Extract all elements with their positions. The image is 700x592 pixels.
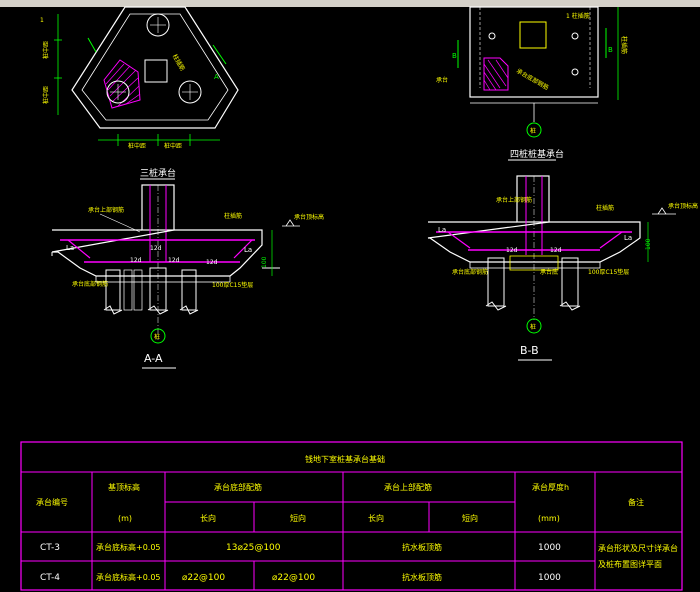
svg-text:承台底: 承台底 xyxy=(540,268,558,276)
svg-text:12d: 12d xyxy=(550,247,562,254)
section-b-title: 四桩桩基承台 xyxy=(510,148,564,160)
row-ct4-bottom-long: ⌀22@100 xyxy=(182,573,225,583)
svg-text:La: La xyxy=(244,246,252,254)
axis-bubble xyxy=(150,328,166,344)
section-b-label: B-B xyxy=(520,344,539,357)
rebar-hatch-region xyxy=(483,57,509,91)
column-outline xyxy=(516,175,550,223)
row-ct4-bottom-short: ⌀22@100 xyxy=(272,573,315,583)
svg-text:柱插筋: 柱插筋 xyxy=(224,212,242,220)
svg-text:承台底部钢筋: 承台底部钢筋 xyxy=(452,268,488,276)
pile-circle xyxy=(178,80,202,104)
header-bottom: 承台底部配筋 xyxy=(214,482,262,492)
section-b-b: La La 12d 12d 承台底部钢筋 100厚C15垫层 柱插筋 承台上部钢… xyxy=(427,175,698,361)
svg-text:桩中距: 桩中距 xyxy=(164,142,182,150)
header-elev: 基顶标高 xyxy=(108,482,140,492)
axis-bubble xyxy=(526,122,542,138)
column-square xyxy=(144,59,168,83)
section-a-title: 三桩承台 xyxy=(140,167,176,179)
svg-text:承台顶标高: 承台顶标高 xyxy=(668,202,698,210)
row-ct4-id: CT-4 xyxy=(40,573,60,583)
label-top-bar: 承台上部钢筋 xyxy=(88,206,124,214)
rebar-hatch-region xyxy=(103,59,141,109)
svg-text:100厚C15垫层: 100厚C15垫层 xyxy=(588,268,629,276)
svg-text:1 柱插筋: 1 柱插筋 xyxy=(566,12,590,20)
svg-text:La: La xyxy=(438,226,446,234)
row-ct3-bottom: 13⌀25@100 xyxy=(226,543,281,553)
row-ct3-thick: 1000 xyxy=(538,543,561,553)
cap-outline xyxy=(71,6,239,129)
section-a-a: 三桩承台 承台上部钢筋 柱插筋 La xyxy=(51,167,324,369)
dim-la: La xyxy=(66,244,74,252)
header-thick: 承台厚度h xyxy=(532,482,569,492)
svg-text:承台上部钢筋: 承台上部钢筋 xyxy=(496,196,532,204)
pile-circle xyxy=(146,13,170,37)
column-square xyxy=(519,21,547,49)
row-ct3-top: 抗水板顶筋 xyxy=(402,542,442,552)
svg-text:1: 1 xyxy=(40,17,44,24)
svg-text:12d: 12d xyxy=(206,259,218,266)
svg-text:承台: 承台 xyxy=(436,76,448,84)
table-border xyxy=(20,441,683,591)
remark-line-1: 承台形状及尺寸详承台 xyxy=(598,543,678,553)
pile-tag: 桩 xyxy=(154,333,160,341)
svg-text:柱插筋: 柱插筋 xyxy=(620,36,628,54)
dim-100: 100 xyxy=(261,256,268,268)
section-a-label: A-A xyxy=(144,352,163,365)
header-remark: 备注 xyxy=(628,497,644,507)
header-elev-unit: (m) xyxy=(118,514,132,523)
schedule-table: 钱地下室桩基承台基础 承台编号 基顶标高 (m) 承台底部配筋 长向 短向 承台… xyxy=(20,441,683,591)
dim-pile-spacing: 桩中距 xyxy=(128,142,146,150)
cap-inner-outline xyxy=(81,13,229,121)
svg-text:12d: 12d xyxy=(506,247,518,254)
svg-text:承台底部钢筋: 承台底部钢筋 xyxy=(515,67,550,92)
row-ct4-thick: 1000 xyxy=(538,573,561,583)
table-title: 钱地下室桩基承台基础 xyxy=(305,454,385,464)
three-pile-cap-plan: A 桩中距 桩中距 1 桩中距 桩中距 柱插筋 xyxy=(40,6,239,150)
svg-text:桩: 桩 xyxy=(530,323,536,331)
header-bottom-short: 短向 xyxy=(290,513,306,523)
svg-text:La: La xyxy=(624,234,632,242)
header-top-long: 长向 xyxy=(368,513,384,523)
header-id: 承台编号 xyxy=(36,497,68,507)
svg-text:桩中距: 桩中距 xyxy=(42,41,50,59)
row-ct4-top: 抗水板顶筋 xyxy=(402,572,442,582)
row-ct3-id: CT-3 xyxy=(40,543,60,553)
svg-text:柱插筋: 柱插筋 xyxy=(596,204,614,212)
cut-mark-a: A xyxy=(214,73,219,81)
cut-mark-b: B xyxy=(608,46,613,54)
label-bottom-bar: 承台底部钢筋 xyxy=(72,280,108,288)
header-bottom-long: 长向 xyxy=(200,513,216,523)
svg-text:B: B xyxy=(452,52,457,60)
svg-text:12d: 12d xyxy=(150,245,162,252)
row-ct4-elev: 承台底标高+0.05 xyxy=(96,572,161,582)
svg-text:柱插筋: 柱插筋 xyxy=(171,53,187,73)
window-top-strip xyxy=(0,0,700,7)
header-top-short: 短向 xyxy=(462,513,478,523)
remark-line-2: 及桩布置图详平面 xyxy=(598,559,662,569)
piles xyxy=(105,267,197,311)
row-ct3-elev: 承台底标高+0.05 xyxy=(96,542,161,552)
svg-text:桩中距: 桩中距 xyxy=(42,86,50,104)
label-cushion: 100厚C15垫层 xyxy=(212,281,253,289)
header-thick-unit: (mm) xyxy=(538,514,560,523)
four-pile-cap-plan: B B 柱插筋 1 柱插筋 承台底部钢筋 承台 桩 四桩桩基承台 xyxy=(436,6,628,161)
pile-circle xyxy=(106,80,130,104)
dim-12d: 12d xyxy=(130,257,142,264)
cap-outline xyxy=(469,6,599,98)
cushion-layer xyxy=(95,275,231,283)
header-top: 承台上部配筋 xyxy=(384,482,432,492)
svg-text:桩: 桩 xyxy=(530,127,536,135)
svg-text:12d: 12d xyxy=(168,257,180,264)
svg-text:100: 100 xyxy=(645,238,652,250)
label-top-elev: 承台顶标高 xyxy=(294,213,324,221)
